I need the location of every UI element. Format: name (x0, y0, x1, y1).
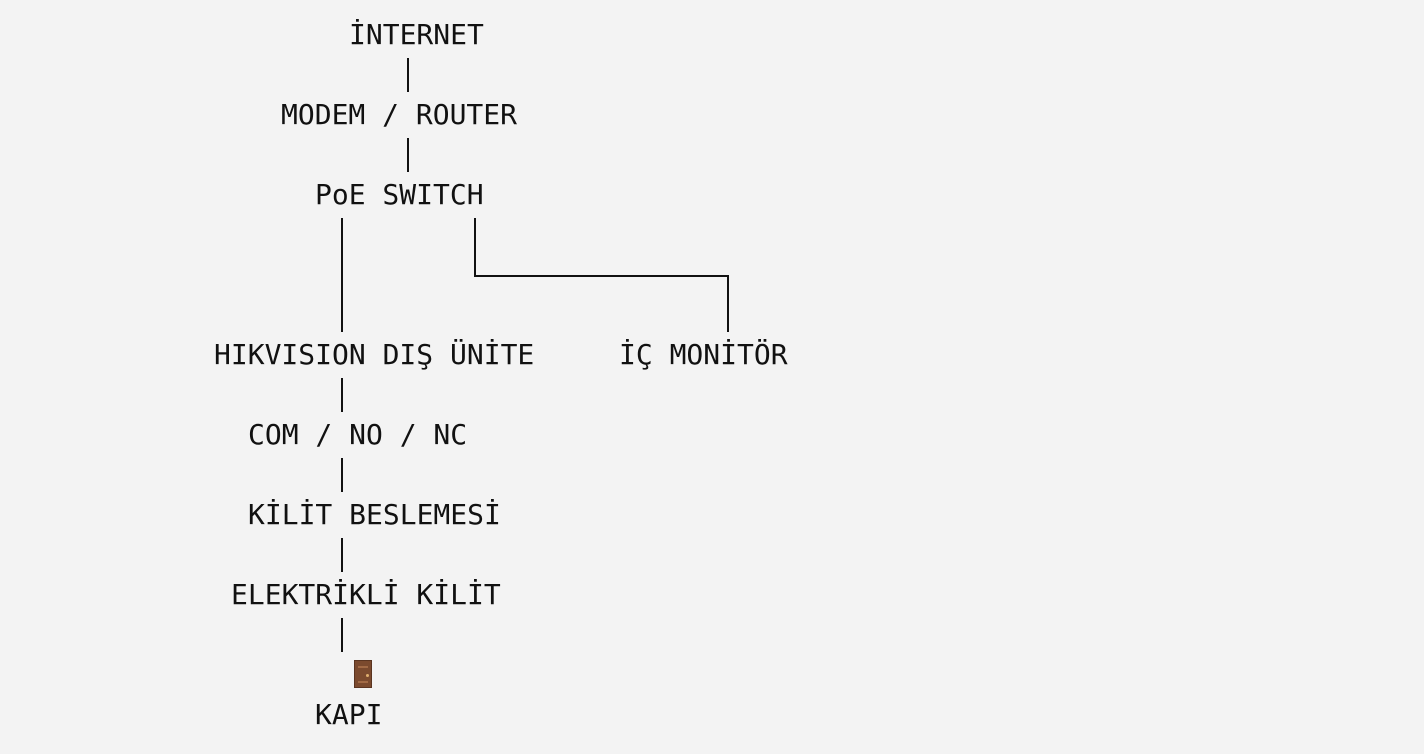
connector-switch-branch-across (474, 275, 729, 277)
connector-internet-modem (407, 58, 409, 92)
connector-switch-branch-down (474, 218, 476, 277)
connector-switch-outdoor-unit (341, 218, 343, 332)
node-door: KAPI (315, 698, 383, 731)
node-indoor-monitor: İÇ MONİTÖR (619, 338, 788, 371)
connector-relay-lock-power (341, 458, 343, 492)
node-relay-contacts: COM / NO / NC (248, 418, 468, 451)
node-poe-switch: PoE SWITCH (315, 178, 484, 211)
node-lock-power: KİLİT BESLEMESİ (248, 498, 501, 531)
connector-outdoor-relay (341, 378, 343, 412)
node-internet: İNTERNET (349, 18, 484, 51)
node-outdoor-unit: HIKVISION DIŞ ÜNİTE (214, 338, 535, 371)
node-modem-router: MODEM / ROUTER (281, 98, 518, 131)
connector-lock-door (341, 618, 343, 652)
connector-modem-switch (407, 138, 409, 172)
door-icon (354, 660, 372, 688)
connector-power-lock (341, 538, 343, 572)
node-electric-lock: ELEKTRİKLİ KİLİT (231, 578, 501, 611)
connector-branch-indoor-monitor (727, 275, 729, 332)
